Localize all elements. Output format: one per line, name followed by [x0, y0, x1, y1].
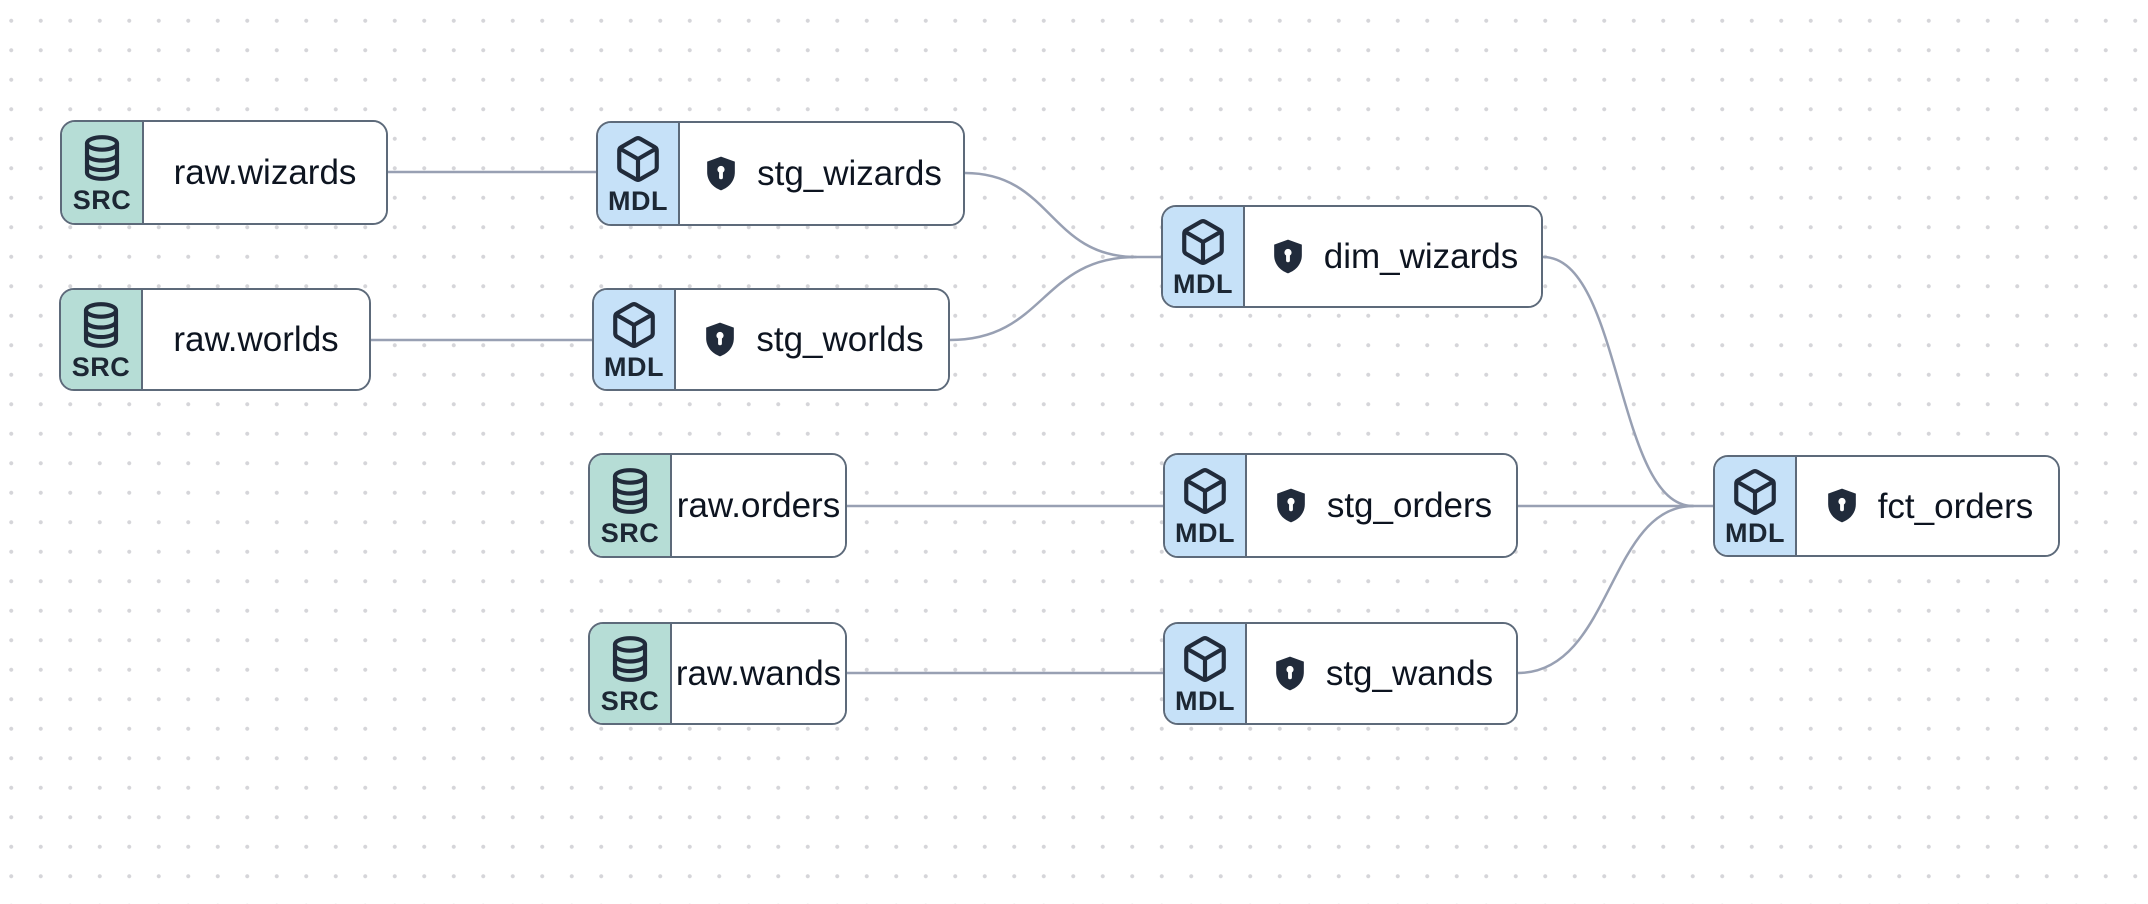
- node-name-label: raw.orders: [676, 486, 841, 525]
- node-type-badge: MDL: [1163, 207, 1245, 306]
- node-type-label: SRC: [71, 352, 131, 382]
- node-name-label: stg_wizards: [757, 154, 942, 193]
- shield-icon: [1268, 236, 1308, 278]
- node-type-badge: MDL: [594, 290, 676, 389]
- node-type-badge: MDL: [1715, 457, 1797, 555]
- node-fct_orders[interactable]: MDL fct_orders: [1713, 455, 2060, 557]
- shield-icon: [701, 153, 741, 195]
- node-type-label: MDL: [1725, 518, 1785, 549]
- node-name-label: stg_orders: [1326, 486, 1493, 525]
- node-body: dim_wizards: [1245, 207, 1541, 306]
- node-dim_wizards[interactable]: MDL dim_wizards: [1161, 205, 1543, 308]
- node-name-label: raw.wands: [675, 654, 842, 693]
- node-name-label: fct_orders: [1877, 486, 2034, 526]
- cube-icon: [1178, 217, 1228, 267]
- node-type-label: MDL: [1173, 269, 1233, 299]
- cube-icon: [1180, 466, 1230, 516]
- shield-icon: [1270, 653, 1310, 695]
- node-body: raw.wands: [672, 624, 845, 723]
- cube-icon: [613, 134, 663, 184]
- node-type-label: MDL: [1175, 518, 1235, 549]
- node-type-label: MDL: [608, 186, 668, 217]
- shield-icon: [1271, 485, 1311, 527]
- cube-icon: [609, 300, 659, 350]
- node-type-badge: MDL: [598, 123, 680, 224]
- node-raw_wands[interactable]: SRC raw.wands: [588, 622, 847, 725]
- node-body: stg_wands: [1247, 624, 1516, 723]
- cube-icon: [1180, 634, 1230, 684]
- node-name-label: dim_wizards: [1323, 237, 1519, 276]
- node-raw_wizards[interactable]: SRC raw.wizards: [60, 120, 388, 225]
- edge-stg_worlds-to-dim_wizards: [948, 255, 1138, 342]
- database-icon: [77, 133, 127, 183]
- cube-icon: [1730, 467, 1780, 517]
- node-raw_worlds[interactable]: SRC raw.worlds: [59, 288, 371, 391]
- node-name-label: stg_worlds: [756, 320, 924, 359]
- node-type-badge: SRC: [62, 122, 144, 223]
- node-type-badge: SRC: [61, 290, 143, 389]
- edge-stg_wizards-to-dim_wizards: [963, 171, 1163, 259]
- node-type-label: SRC: [600, 686, 660, 716]
- database-icon: [605, 466, 655, 516]
- node-type-badge: MDL: [1165, 455, 1247, 556]
- node-body: raw.orders: [672, 455, 845, 556]
- database-icon: [605, 634, 655, 684]
- shield-icon: [700, 319, 740, 361]
- node-name-label: stg_wands: [1325, 654, 1494, 693]
- node-body: raw.wizards: [144, 122, 386, 223]
- node-body: fct_orders: [1797, 457, 2058, 555]
- node-type-badge: SRC: [590, 624, 672, 723]
- node-raw_orders[interactable]: SRC raw.orders: [588, 453, 847, 558]
- node-type-label: SRC: [600, 518, 660, 549]
- edge-dim_wizards-to-fct_orders: [1541, 255, 1715, 508]
- node-type-label: SRC: [72, 185, 132, 216]
- edge-stg_wands-to-fct_orders: [1516, 504, 1695, 675]
- node-name-label: raw.worlds: [173, 320, 339, 359]
- node-body: raw.worlds: [143, 290, 369, 389]
- node-stg_wizards[interactable]: MDL stg_wizards: [596, 121, 965, 226]
- node-body: stg_orders: [1247, 455, 1516, 556]
- database-icon: [76, 300, 126, 350]
- node-type-badge: MDL: [1165, 624, 1247, 723]
- shield-icon: [1822, 485, 1862, 527]
- node-type-label: MDL: [604, 352, 664, 382]
- node-type-badge: SRC: [590, 455, 672, 556]
- node-body: stg_worlds: [676, 290, 948, 389]
- node-name-label: raw.wizards: [173, 153, 357, 192]
- node-stg_wands[interactable]: MDL stg_wands: [1163, 622, 1518, 725]
- node-body: stg_wizards: [680, 123, 963, 224]
- node-stg_worlds[interactable]: MDL stg_worlds: [592, 288, 950, 391]
- node-stg_orders[interactable]: MDL stg_orders: [1163, 453, 1518, 558]
- node-type-label: MDL: [1175, 686, 1235, 716]
